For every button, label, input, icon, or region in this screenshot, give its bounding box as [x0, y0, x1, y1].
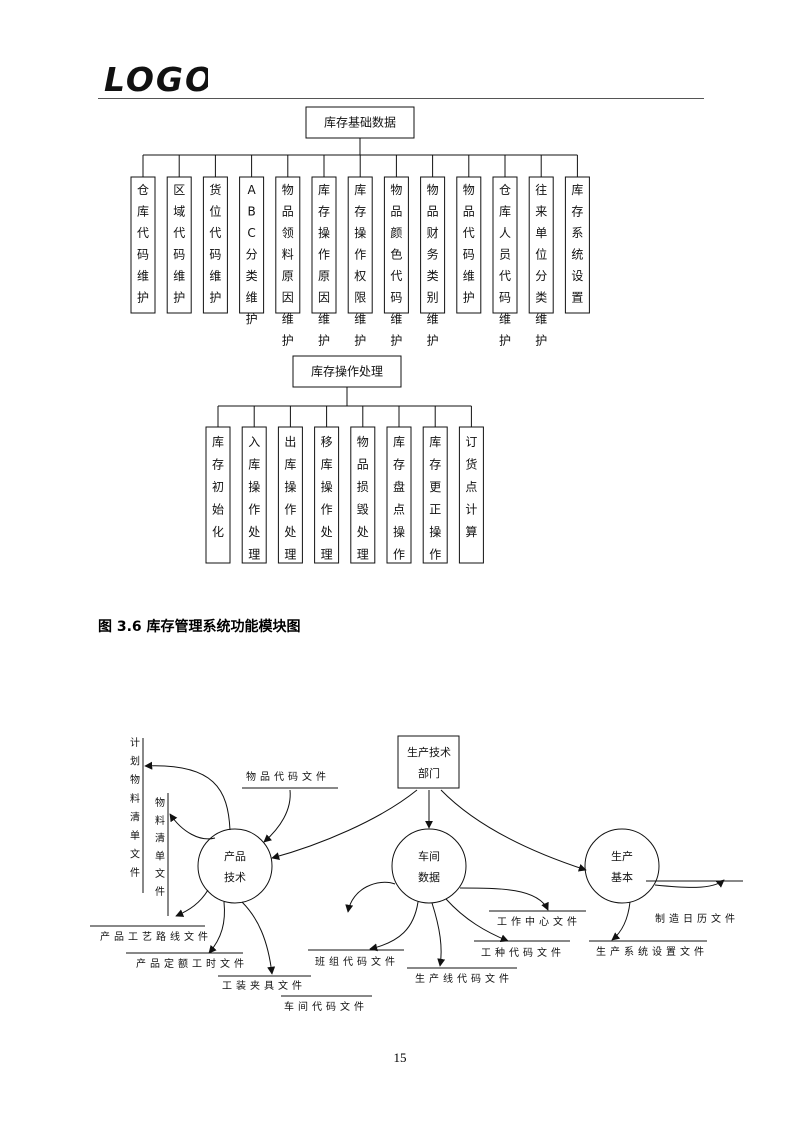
tree2-child-label: 移库操作处理	[321, 435, 333, 562]
data-flow-diagram: 生产技术 部门 产品 技术 车间 数据 生产 基本	[90, 735, 743, 1013]
process-label-1b: 技术	[224, 871, 246, 884]
tree2-child-box	[314, 426, 340, 564]
tree1-child-label: 货位代码维护	[209, 182, 221, 305]
store-label-vertical-text: 物料清单文件	[155, 796, 165, 898]
store-label-vertical: 物料清单文件	[155, 796, 165, 898]
tree2-child-box	[386, 426, 412, 564]
logo: LOGO	[104, 62, 208, 96]
store-label: 产品定额工时文件	[136, 957, 248, 970]
tree2-child-box	[205, 426, 231, 564]
tree1-child-label: 库存系统设置	[571, 182, 583, 305]
tree1-root-label: 库存基础数据	[324, 115, 396, 130]
flow-arrow	[169, 813, 216, 840]
external-entity-label-2: 部门	[418, 766, 440, 780]
tree1-child-box	[202, 176, 228, 314]
store-label: 班组代码文件	[315, 955, 399, 968]
tree2-child-label: 库存盘点操作	[393, 434, 405, 562]
tree2-child-label: 出库操作处理	[284, 435, 296, 562]
tree1-root-box	[305, 106, 415, 139]
tree1-child-box	[420, 176, 446, 314]
store-label: 工装夹具文件	[222, 979, 306, 992]
store-label: 工种代码文件	[481, 946, 565, 959]
process-circle	[391, 828, 467, 904]
tree1-child-box	[564, 176, 590, 314]
store-label: 车间代码文件	[284, 1000, 368, 1013]
tree2-child-box	[350, 426, 376, 564]
tree2-root-label: 库存操作处理	[311, 364, 383, 379]
flow-arrow	[241, 901, 276, 975]
store-label: 产品工艺路线文件	[100, 930, 212, 943]
tree1-child-label: 往来单位分类维护	[535, 182, 547, 348]
process-label-2a: 车间	[418, 849, 440, 863]
process-label-3b: 基本	[611, 870, 633, 884]
flow-arrow	[654, 879, 725, 888]
flow-arrow	[459, 887, 549, 911]
tree1-child-box	[275, 176, 301, 314]
tree2-child-label: 入库操作处理	[248, 435, 260, 562]
tree1-child-label: 库存操作原因维护	[318, 182, 330, 348]
tree1-child-label: 区域代码维护	[173, 183, 185, 305]
tree1-child-label: 库存操作权限维护	[354, 182, 366, 348]
tree1-child-label: 物品领料原因维护	[282, 183, 294, 348]
page-number: 15	[393, 1050, 407, 1065]
flow-arrow	[271, 789, 418, 860]
tree1-child-label: 物品代码维护	[463, 183, 475, 305]
process-label-2b: 数据	[418, 870, 440, 884]
external-entity-box	[397, 735, 460, 789]
flow-arrow	[440, 789, 587, 872]
process-circle	[197, 828, 273, 904]
flow-arrow	[263, 789, 291, 843]
process-label-3a: 生产	[611, 849, 633, 863]
header-rule	[98, 98, 704, 99]
tree1-child-box	[239, 176, 265, 314]
flow-arrow	[369, 901, 419, 952]
tree2-child-box	[422, 426, 448, 564]
flow-arrow	[175, 889, 209, 917]
tree2-child-label: 库存更正操作	[429, 434, 441, 562]
logo-text: LOGO	[104, 62, 208, 96]
store-label: 工作中心文件	[497, 915, 581, 928]
tree1-child-box	[456, 176, 482, 314]
tree1-child-box	[528, 176, 554, 314]
store-label-vertical-text: 计划物料清单文件	[130, 736, 140, 879]
tree1-child-label: 物品颜色代码维护	[390, 183, 402, 348]
tree2-child-box	[241, 426, 267, 564]
tree1-child-label: 物品财务类别维护	[427, 183, 439, 348]
process-label-1a: 产品	[224, 849, 246, 863]
tree2-child-box	[277, 426, 303, 564]
store-label-vertical: 计划物料清单文件	[130, 736, 140, 879]
flow-arrow	[611, 901, 631, 941]
store-label: 制造日历文件	[655, 912, 739, 925]
tree2-child-label: 物品损毁处理	[357, 435, 369, 562]
tree1-child-box	[347, 176, 373, 314]
store-label: 生产线代码文件	[415, 972, 513, 985]
tree1-child-box	[383, 176, 409, 314]
tree1-child-box	[311, 176, 337, 314]
store-label: 生产系统设置文件	[596, 945, 708, 958]
figure-caption: 图 3.6 库存管理系统功能模块图	[98, 619, 301, 635]
flow-arrow	[431, 902, 446, 967]
flow-arrow	[445, 898, 509, 942]
tree1-child-label: 仓库人员代码维护	[499, 183, 511, 348]
flow-arrow	[208, 901, 225, 954]
flow-arrow	[144, 761, 231, 831]
store-label: 物品代码文件	[246, 770, 330, 783]
tree2-child-label: 订货点计算	[465, 435, 477, 539]
flow-arrow	[345, 881, 396, 913]
tree2-child-label: 库存初始化	[212, 434, 224, 539]
tree1-child-box	[492, 176, 518, 314]
tree1-child-box	[166, 176, 192, 314]
tree2-child-box	[458, 426, 484, 564]
external-entity-label-1: 生产技术	[407, 745, 451, 759]
tree1-child-box	[130, 176, 156, 314]
process-circle	[584, 828, 660, 904]
tree1-child-label: 仓库代码维护	[137, 183, 149, 305]
